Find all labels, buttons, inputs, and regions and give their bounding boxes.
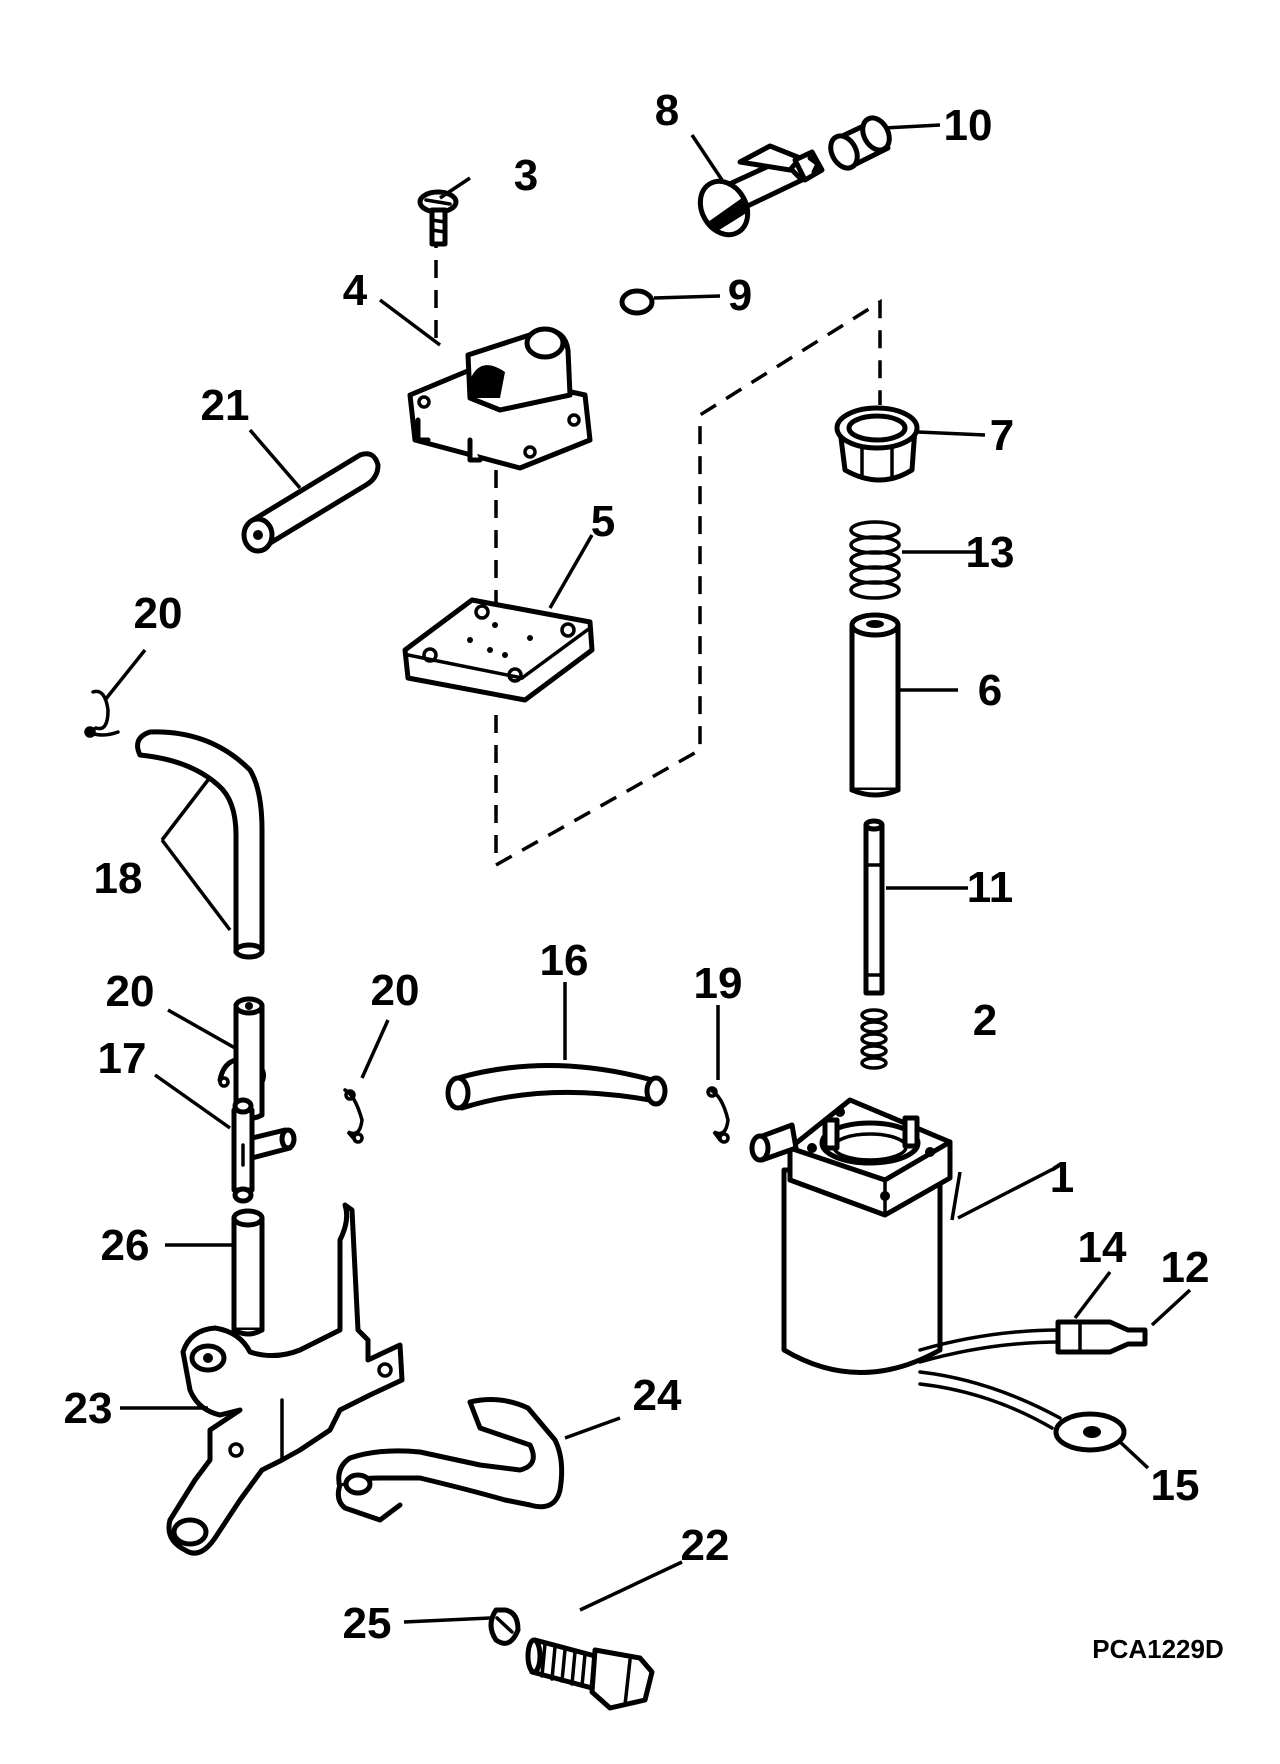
callout-20-top: 20	[134, 589, 183, 638]
part-23-bracket	[166, 1202, 405, 1556]
callout-20-left: 20	[106, 967, 155, 1016]
callout-9: 9	[728, 271, 752, 320]
part-14-wire	[918, 1328, 1062, 1364]
part-20-clip-c	[343, 1088, 364, 1144]
part-5-diaphragm	[402, 597, 595, 703]
part-9-o-ring	[619, 288, 655, 316]
callout-7: 7	[990, 411, 1014, 460]
callout-8: 8	[655, 86, 679, 135]
part-17-tee-fitting	[231, 1097, 297, 1204]
part-12-terminal	[1055, 1319, 1148, 1355]
part-26-tube	[231, 1208, 265, 1337]
part-6-piston	[849, 612, 901, 798]
callout-16: 16	[540, 936, 589, 985]
callout-13: 13	[966, 528, 1015, 577]
part-16-hose	[445, 1062, 668, 1111]
callout-22: 22	[681, 1521, 730, 1570]
callout-25: 25	[343, 1599, 392, 1648]
part-7-bushing	[834, 405, 920, 483]
part-22-bolt	[525, 1637, 655, 1711]
callout-17: 17	[98, 1034, 147, 1083]
part-25-lockwasher	[488, 1607, 521, 1646]
callout-21: 21	[201, 381, 250, 430]
part-2-spring	[860, 1008, 888, 1070]
part-13-spring	[849, 520, 901, 600]
callout-1: 1	[1050, 1153, 1074, 1202]
part-19-clip	[706, 1086, 730, 1144]
callout-5: 5	[591, 497, 615, 546]
callout-2: 2	[973, 996, 997, 1045]
part-20-clip-a	[83, 689, 120, 738]
part-15-ring-terminal	[918, 1370, 1127, 1453]
drawing-code: PCA1229D	[1092, 1634, 1224, 1664]
callout-26: 26	[101, 1221, 150, 1270]
callout-labels: 1 2 3 4 5 6 7 8 9 10 11 12 13 14 15 16 1…	[64, 86, 1210, 1648]
callout-14: 14	[1078, 1223, 1127, 1272]
callout-24: 24	[633, 1371, 682, 1420]
callout-20-middle: 20	[371, 966, 420, 1015]
callout-18: 18	[94, 854, 143, 903]
callout-15: 15	[1151, 1461, 1200, 1510]
part-11-rod	[863, 818, 885, 996]
callout-12: 12	[1161, 1243, 1210, 1292]
part-3-screw	[417, 189, 459, 247]
part-4-pump-cover	[407, 326, 593, 471]
part-21-hose	[241, 451, 381, 554]
callout-11: 11	[967, 863, 1014, 912]
part-1-pump-body	[749, 1097, 953, 1375]
callout-6: 6	[978, 666, 1002, 715]
callout-4: 4	[343, 266, 368, 315]
callout-23: 23	[64, 1384, 113, 1433]
callout-3: 3	[514, 151, 538, 200]
leader-lines	[103, 123, 1192, 1624]
part-24-clamp	[335, 1397, 565, 1523]
callout-10: 10	[944, 101, 993, 150]
assembly-dash-lines	[434, 230, 882, 868]
callout-19: 19	[694, 959, 743, 1008]
part-10-cap	[828, 115, 892, 171]
part-8-elbow-fitting	[697, 143, 825, 238]
